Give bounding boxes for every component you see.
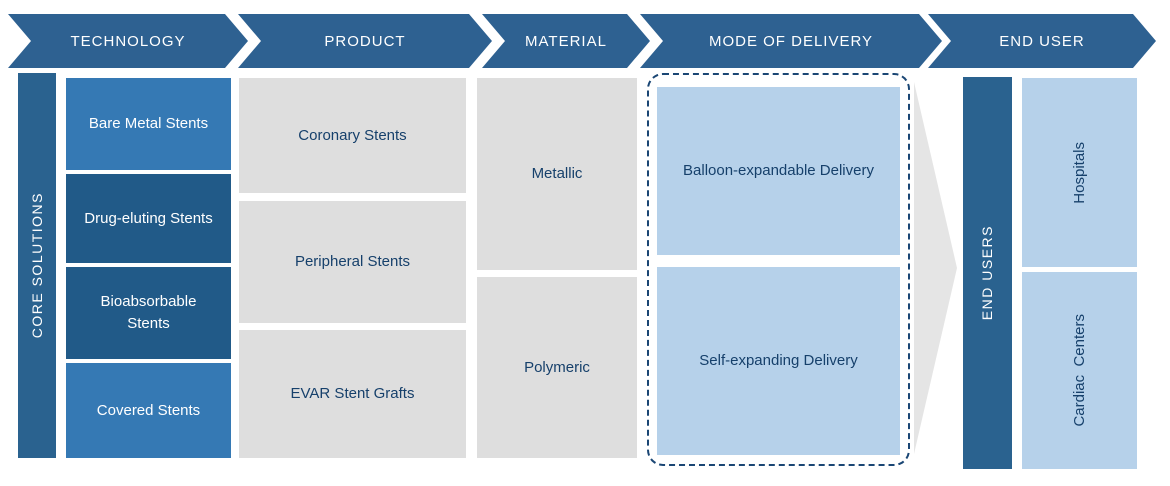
product-box-peripheral-stents: Peripheral Stents	[239, 201, 466, 323]
material-box-polymeric-label: Polymeric	[524, 358, 590, 376]
header-arrow-end-user: END USER	[928, 14, 1156, 68]
header-arrow-material: MATERIAL	[482, 14, 650, 68]
header-arrow-mode-of-delivery: MODE OF DELIVERY	[640, 14, 942, 68]
technology-box-bioabsorbable-stents-label: Bioabsorbable Stents	[100, 293, 197, 332]
flow-arrow-shape	[914, 82, 957, 454]
end-users-rail-label: END USERS	[979, 225, 996, 321]
product-box-coronary-stents-label: Coronary Stents	[298, 126, 407, 144]
header-arrow-mode-of-delivery-label: MODE OF DELIVERY	[708, 32, 874, 50]
end-user-box-hospitals-label: Hospitals	[1070, 141, 1088, 204]
header-arrow-product-label: PRODUCT	[324, 32, 406, 50]
delivery-box-self-expanding-label: Self-expanding Delivery	[699, 352, 858, 370]
header-arrow-end-user-label: END USER	[999, 32, 1085, 50]
end-user-box-hospitals: Hospitals	[1022, 78, 1137, 267]
technology-box-bare-metal-stents: Bare Metal Stents	[66, 78, 231, 170]
product-box-peripheral-stents-label: Peripheral Stents	[294, 253, 411, 271]
technology-box-bare-metal-stents-label: Bare Metal Stents	[88, 115, 209, 133]
end-user-box-cardiac-centers: Cardiac Centers	[1022, 272, 1137, 469]
technology-box-drug-eluting-stents: Drug-eluting Stents	[66, 174, 231, 263]
technology-box-covered-stents: Covered Stents	[66, 363, 231, 458]
product-box-evar-stent-grafts: EVAR Stent Grafts	[239, 330, 466, 458]
header-arrow-technology-label: TECHNOLOGY	[70, 32, 186, 50]
core-solutions-rail-label: CORE SOLUTIONS	[28, 192, 45, 339]
delivery-box-balloon-expandable: Balloon-expandable Delivery	[657, 87, 900, 255]
product-box-evar-stent-grafts-label: EVAR Stent Grafts	[290, 385, 415, 403]
technology-box-bioabsorbable-stents: Bioabsorbable Stents	[66, 267, 231, 359]
material-box-polymeric: Polymeric	[477, 277, 637, 458]
technology-box-drug-eluting-stents-label: Drug-eluting Stents	[84, 209, 213, 227]
product-box-coronary-stents: Coronary Stents	[239, 78, 466, 193]
technology-box-covered-stents-label: Covered Stents	[96, 401, 201, 419]
header-arrow-technology: TECHNOLOGY	[8, 14, 248, 68]
mode-of-delivery-group-frame	[647, 73, 910, 466]
header-arrow-product: PRODUCT	[238, 14, 492, 68]
delivery-box-balloon-expandable-label: Balloon-expandable Delivery	[683, 162, 874, 180]
core-solutions-rail: CORE SOLUTIONS	[18, 73, 56, 458]
end-user-box-cardiac-centers-label: Cardiac Centers	[1070, 314, 1088, 427]
material-box-metallic-label: Metallic	[531, 165, 583, 183]
material-box-metallic: Metallic	[477, 78, 637, 270]
header-arrow-material-label: MATERIAL	[525, 32, 607, 50]
delivery-box-self-expanding: Self-expanding Delivery	[657, 267, 900, 455]
end-users-rail: END USERS	[963, 77, 1012, 469]
